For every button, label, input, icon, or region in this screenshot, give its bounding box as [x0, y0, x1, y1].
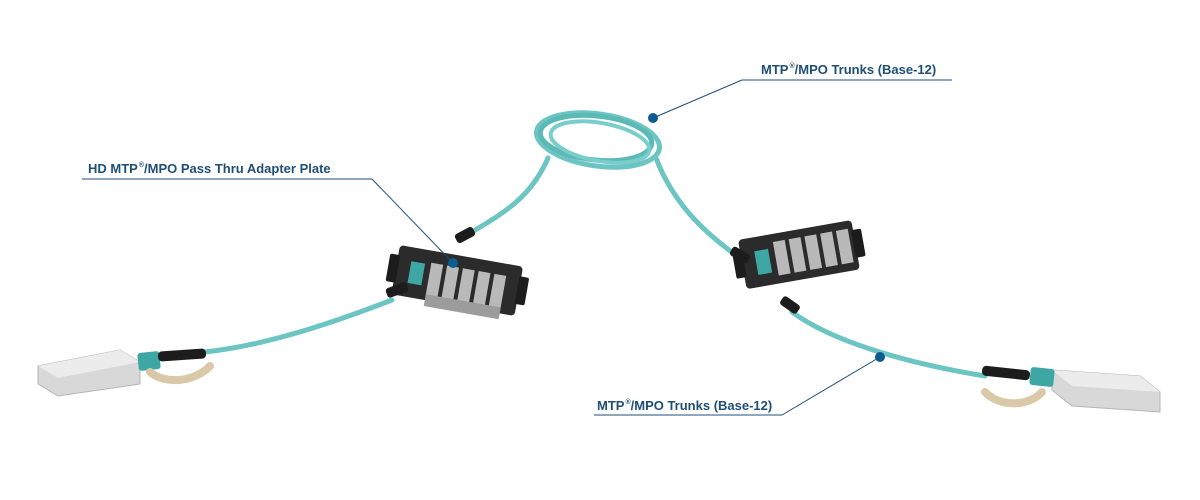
leader-adapter-plate — [82, 178, 458, 268]
trunk-top-label: MTP®/MPO Trunks (Base-12) — [761, 59, 936, 78]
registered-mark: ® — [789, 63, 795, 70]
qsfp-transceiver-icon — [981, 365, 1161, 413]
registered-mark: ® — [625, 399, 631, 406]
trunk-bottom-label-text: MTP — [597, 398, 625, 413]
adapter-plate-icon — [732, 220, 866, 289]
adapter-plate-icon — [385, 245, 529, 320]
trunk-bottom-label-suffix: /MPO Trunks (Base-12) — [630, 398, 773, 413]
registered-mark: ® — [138, 162, 145, 169]
fiber-coil-icon — [533, 110, 663, 170]
leader-trunk-bottom — [594, 352, 885, 416]
trunk-top-label-suffix: /MPO Trunks (Base-12) — [794, 62, 937, 77]
trunk-top-label-text: MTP — [761, 62, 789, 77]
trunk-cable-lower-left — [202, 297, 395, 355]
adapter-plate-label-text: HD MTP — [88, 161, 138, 176]
adapter-plate-label-suffix: /MPO Pass Thru Adapter Plate — [144, 161, 331, 176]
trunk-bottom-label: MTP®/MPO Trunks (Base-12) — [597, 395, 772, 414]
trunk-cable-right — [653, 155, 743, 261]
qsfp-transceiver-icon — [37, 348, 214, 397]
adapter-plate-label: HD MTP®/MPO Pass Thru Adapter Plate — [88, 158, 331, 177]
leader-trunk-top — [648, 79, 952, 123]
trunk-cable-lower-right — [789, 309, 988, 379]
trunk-cable-left — [459, 155, 551, 241]
